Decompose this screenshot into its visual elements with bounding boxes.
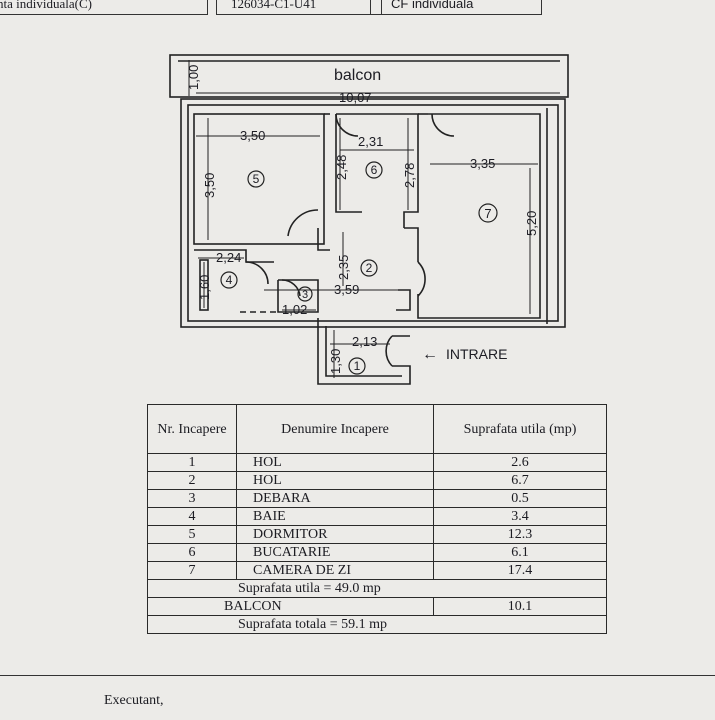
dim-balcony-width: 10,07 — [339, 90, 372, 105]
room-number-1: 1 — [354, 359, 361, 373]
row-nr: 7 — [147, 561, 237, 580]
header-nr: Nr. Incapere — [147, 404, 237, 454]
row-nr: 1 — [147, 453, 237, 472]
balcon-name: BALCON — [147, 597, 434, 616]
dim-hall1-height: 1,30 — [328, 349, 343, 374]
room-number-6: 6 — [371, 163, 378, 177]
dim-room5-height: 3,50 — [202, 173, 217, 198]
totala-total: Suprafata totala = 59.1 mp — [147, 615, 607, 634]
rooms-table: Nr. Incapere Denumire Incapere Suprafata… — [147, 404, 607, 634]
table-header-row: Nr. Incapere Denumire Incapere Suprafata… — [147, 404, 607, 454]
dim-room7-width: 3,35 — [470, 156, 495, 171]
dim-room4-height: 1,60 — [197, 275, 212, 300]
row-area: 0.5 — [433, 489, 607, 508]
dim-hall1-width: 2,13 — [352, 334, 377, 349]
utila-total-row: Suprafata utila = 49.0 mp — [147, 579, 607, 598]
row-nr: 5 — [147, 525, 237, 544]
dim-balcony-depth: 1,00 — [186, 65, 201, 90]
row-area: 6.1 — [433, 543, 607, 562]
header-cell-cf: CF individuala — [370, 0, 542, 15]
room-number-4: 4 — [226, 273, 233, 287]
document-header: nta individuala(C) 126034-C1-U41 CF indi… — [0, 0, 715, 22]
floor-plan: balcon 10,07 1,00 3,50 3,50 2,31 2,48 2,… — [169, 54, 569, 385]
row-name: HOL — [236, 453, 434, 472]
row-name: HOL — [236, 471, 434, 490]
room-number-3: 3 — [302, 289, 308, 301]
apartment-outline — [180, 98, 566, 328]
dim-room6-height: 2,48 — [334, 155, 349, 180]
row-name: BAIE — [236, 507, 434, 526]
balcon-area: 10.1 — [433, 597, 607, 616]
header-name: Denumire Incapere — [236, 404, 434, 454]
row-name: BUCATARIE — [236, 543, 434, 562]
dim-room6-depth: 2,78 — [402, 163, 417, 188]
header-cell-number: 126034-C1-U41 — [216, 0, 382, 15]
row-name: DORMITOR — [236, 525, 434, 544]
header-cell-type: nta individuala(C) — [0, 0, 208, 15]
row-name: DEBARA — [236, 489, 434, 508]
row-area: 3.4 — [433, 507, 607, 526]
room-5-outline — [193, 113, 325, 245]
totala-row: Suprafata totala = 59.1 mp — [147, 615, 607, 634]
executant-label: Executant, — [104, 693, 164, 708]
header-area: Suprafata utila (mp) — [433, 404, 607, 454]
room-number-2: 2 — [366, 261, 373, 275]
dim-room5-width: 3,50 — [240, 128, 265, 143]
dim-room6-width: 2,31 — [358, 134, 383, 149]
entry-arrow-icon: ← — [422, 346, 438, 363]
dim-room7-height: 5,20 — [524, 211, 539, 236]
dim-hall2-height: 2,35 — [336, 255, 351, 280]
row-nr: 2 — [147, 471, 237, 490]
dim-room3-width: 1,02 — [282, 302, 307, 317]
row-nr: 3 — [147, 489, 237, 508]
row-name: CAMERA DE ZI — [236, 561, 434, 580]
intrare-label: INTRARE — [446, 346, 507, 362]
row-area: 12.3 — [433, 525, 607, 544]
utila-total: Suprafata utila = 49.0 mp — [147, 579, 607, 598]
room-number-5: 5 — [253, 172, 260, 186]
row-nr: 6 — [147, 543, 237, 562]
row-nr: 4 — [147, 507, 237, 526]
dim-hall2-width: 3,59 — [334, 282, 359, 297]
dim-room4-width: 2,24 — [216, 250, 241, 265]
row-area: 2.6 — [433, 453, 607, 472]
balcony-outline — [169, 54, 569, 98]
row-area: 17.4 — [433, 561, 607, 580]
room-number-7: 7 — [484, 206, 491, 221]
balcon-label: balcon — [334, 67, 381, 84]
footer-divider — [0, 675, 715, 676]
row-area: 6.7 — [433, 471, 607, 490]
